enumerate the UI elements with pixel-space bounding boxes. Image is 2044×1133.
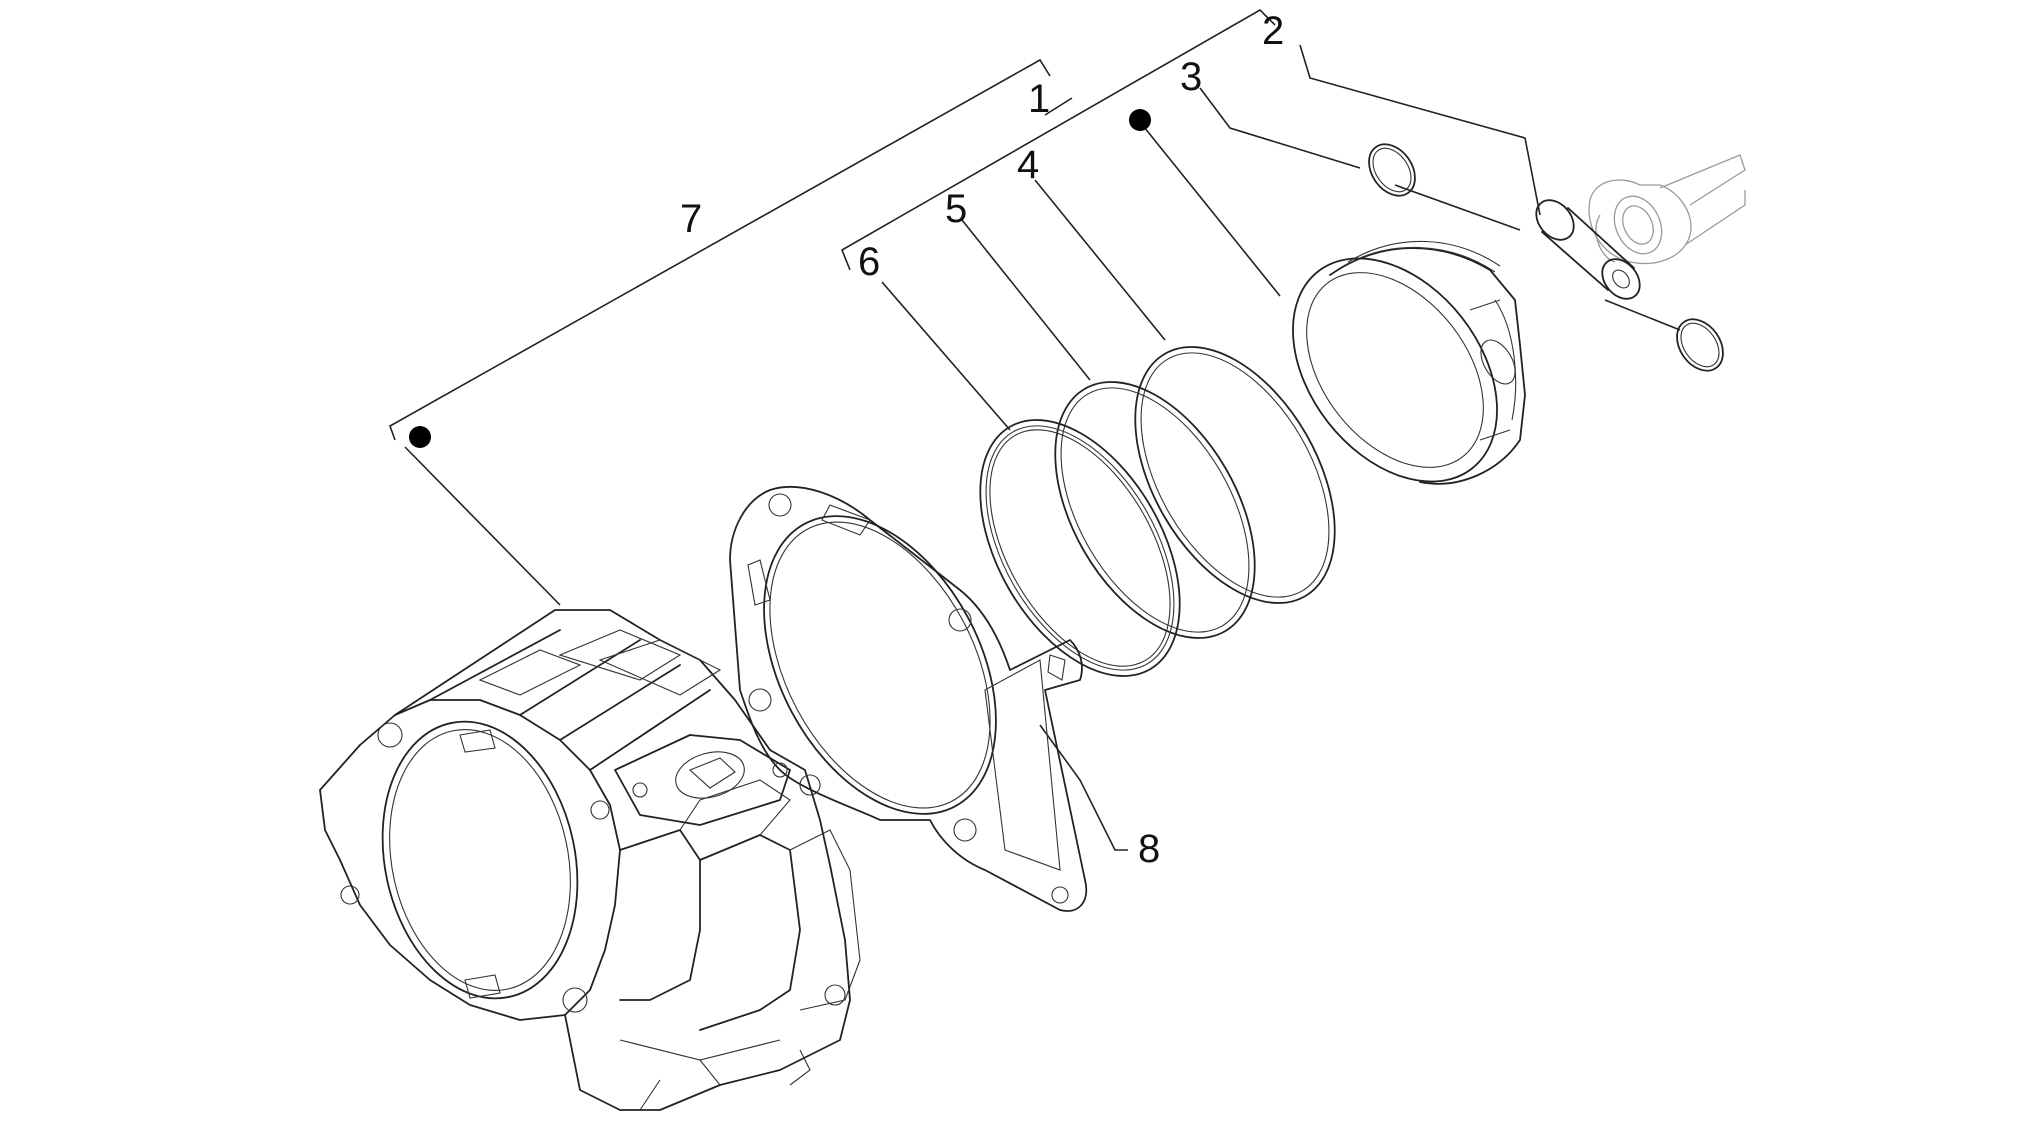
leader-pin-clip [1604, 299, 1681, 331]
leader-lines [389, 9, 1681, 851]
callout-5: 5 [945, 187, 967, 231]
callout-7: 7 [680, 197, 702, 241]
leader-2 [1299, 44, 1541, 216]
piston [1292, 240, 1526, 485]
cylinder-block [319, 609, 861, 1111]
piston-ring-oil [979, 419, 1181, 677]
callout-1: 1 [1028, 77, 1050, 121]
callout-2: 2 [1262, 9, 1284, 53]
callout-numbers: 1 2 3 4 5 6 7 8 [680, 9, 1284, 871]
callout-8: 8 [1138, 827, 1160, 871]
callout-3: 3 [1180, 55, 1202, 99]
leader-7-down [404, 446, 561, 606]
piston-pin [1535, 199, 1641, 300]
callout-4: 4 [1017, 143, 1039, 187]
bracket-1 [840, 9, 1276, 271]
circlip-right [1676, 318, 1724, 372]
leader-piston [1139, 121, 1281, 297]
kit-marker-dot-icon [1129, 109, 1151, 131]
bracket-7 [389, 58, 1051, 441]
leader-8 [1039, 724, 1128, 851]
kit-marker-dot-icon [409, 426, 431, 448]
leader-6 [881, 281, 1011, 431]
leader-3 [1199, 87, 1361, 169]
leader-clip-pin [1394, 184, 1521, 231]
circlip-left [1368, 143, 1416, 197]
callout-6: 6 [858, 240, 880, 284]
piston-ring-top [1134, 346, 1336, 604]
leader-1-tie [1044, 97, 1073, 116]
leader-5 [961, 219, 1091, 381]
head-gasket [729, 486, 1088, 912]
connecting-rod-ghost [1588, 154, 1746, 264]
piston-ring-second [1054, 381, 1256, 639]
leader-4 [1034, 179, 1166, 341]
